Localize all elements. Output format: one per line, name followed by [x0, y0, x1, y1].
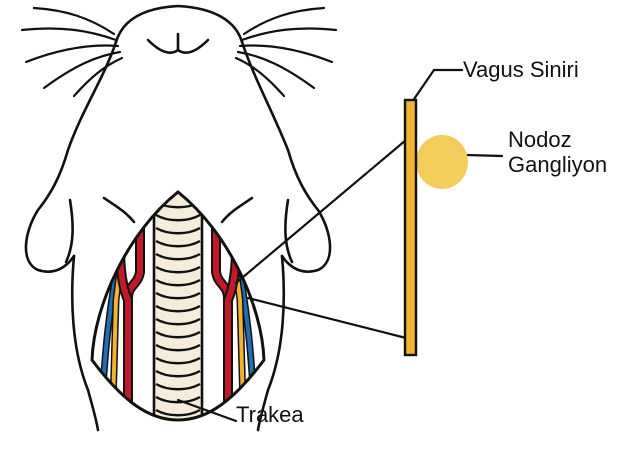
label-nodoz-line2: Gangliyon [508, 152, 607, 177]
label-trakea: Trakea [236, 402, 304, 427]
label-vagus-siniri: Vagus Siniri [463, 57, 579, 82]
callout-line-nerve-lower [248, 298, 406, 338]
callout-line-nodoz [466, 155, 502, 156]
label-nodoz-gangliyon: Nodoz Gangliyon [508, 127, 607, 178]
nodose-ganglion [416, 135, 468, 189]
callout-line-vagus [412, 70, 462, 102]
callout-line-nerve-upper [236, 140, 406, 283]
label-nodoz-line1: Nodoz [508, 127, 607, 152]
vagus-nerve-isolated [405, 100, 416, 355]
trachea [154, 190, 202, 425]
